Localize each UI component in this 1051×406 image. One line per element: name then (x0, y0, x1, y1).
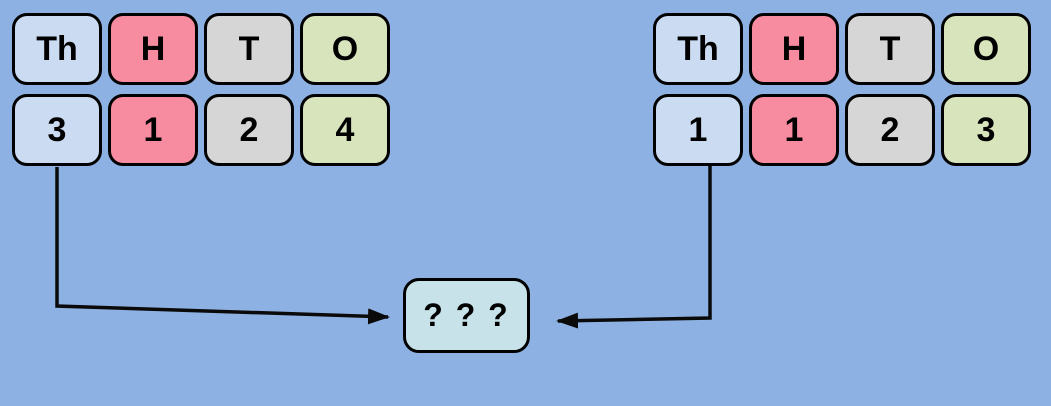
right-number-group: Th H T O 1 1 2 3 (653, 13, 1031, 166)
right-header-thousands: Th (653, 13, 743, 85)
left-header-tens: T (204, 13, 294, 85)
arrow-left-thousands-to-result (55, 167, 390, 325)
right-value-hundreds: 1 (749, 94, 839, 166)
left-value-ones: 4 (300, 94, 390, 166)
left-value-hundreds: 1 (108, 94, 198, 166)
right-header-ones: O (941, 13, 1031, 85)
right-header-tens: T (845, 13, 935, 85)
arrow-right-thousands-to-result (556, 166, 712, 329)
left-number-group: Th H T O 3 1 2 4 (12, 13, 390, 166)
left-header-thousands: Th (12, 13, 102, 85)
right-value-ones: 3 (941, 94, 1031, 166)
left-value-thousands: 3 (12, 94, 102, 166)
right-value-thousands: 1 (653, 94, 743, 166)
right-header-hundreds: H (749, 13, 839, 85)
result-box: ? ? ? (403, 278, 530, 353)
left-header-ones: O (300, 13, 390, 85)
left-value-tens: 2 (204, 94, 294, 166)
right-value-tens: 2 (845, 94, 935, 166)
left-header-hundreds: H (108, 13, 198, 85)
